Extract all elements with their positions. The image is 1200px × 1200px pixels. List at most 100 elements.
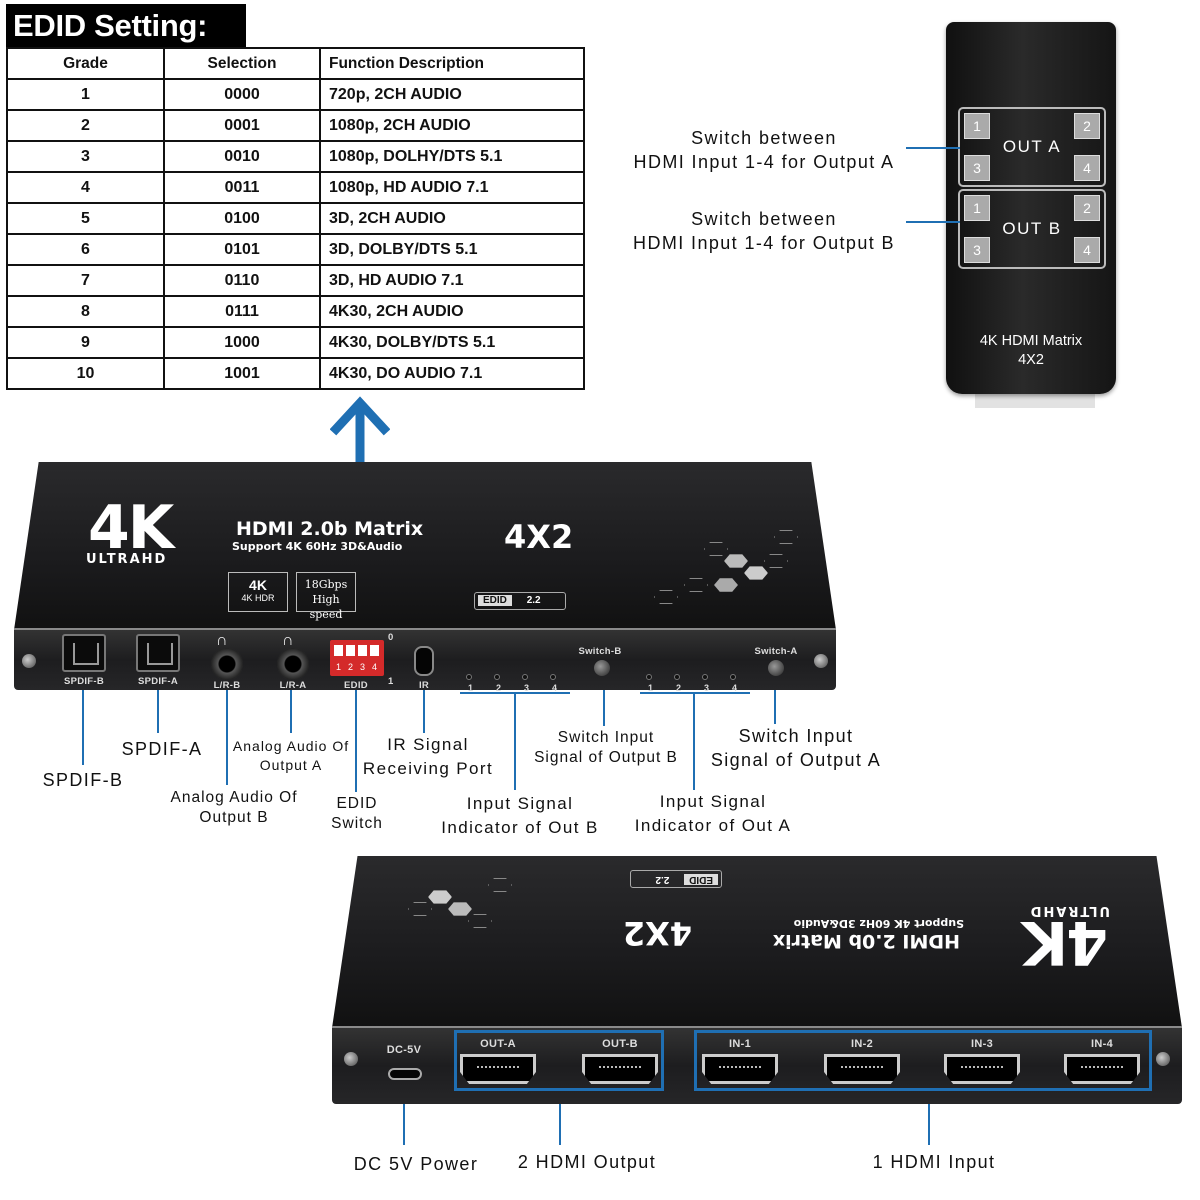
remote-b-key-3[interactable]: 3	[964, 237, 990, 263]
logo-ultrahd: ULTRAHD	[86, 552, 168, 567]
back-product-title: HDMI 2.0b Matrix	[772, 930, 960, 952]
edid-dip-switch[interactable]: 1 2 3 4	[330, 640, 384, 676]
callout-edid-switch: EDID Switch	[316, 794, 398, 834]
edid-selection-cell: 0001	[163, 109, 321, 142]
switch-b-button[interactable]	[594, 660, 610, 676]
ir-label: IR	[418, 680, 430, 691]
callout-spdif-a: SPDIF-A	[121, 739, 203, 759]
edid-selection-cell: 1000	[163, 326, 321, 359]
led-b-num-3: 3	[524, 683, 530, 693]
remote-label-b-line2: HDMI Input 1-4 for Output B	[633, 233, 895, 253]
device-back-panel: DC-5V OUT-A OUT-B IN-1 IN-2 IN-3 IN-4	[332, 1026, 1182, 1104]
back-product-subtitle: Support 4K 60Hz 3D&Audio	[793, 917, 964, 930]
callout-hdmi-input: 1 HDMI Input	[872, 1152, 996, 1172]
callout-analog-a-line1: Analog Audio Of	[232, 738, 350, 754]
led-out-b-4	[550, 674, 556, 680]
callout-indicator-b: Input Signal Indicator of Out B	[432, 792, 608, 840]
back-logo-4k: 4K	[1023, 907, 1108, 977]
remote-a-key-2[interactable]: 2	[1074, 113, 1100, 139]
lr-b-jack[interactable]	[211, 648, 243, 680]
callout-ind-b-line2: Indicator of Out B	[441, 818, 599, 837]
edid-description-cell: 1080p, HD AUDIO 7.1	[319, 171, 585, 204]
dip-label-0: 0	[388, 632, 394, 643]
edid-grade-cell: 5	[6, 202, 165, 235]
hex-pattern	[684, 578, 708, 592]
dip-num-3: 3	[359, 662, 365, 672]
callout-analog-b-line1: Analog Audio Of	[170, 789, 298, 806]
dip-label-1: 1	[388, 676, 394, 687]
edid-selection-cell: 0000	[163, 78, 321, 111]
callout-sw-a-line1: Switch Input	[738, 726, 854, 746]
back-edid-badge-label: EDID	[684, 874, 718, 885]
product-title: HDMI 2.0b Matrix	[236, 518, 424, 540]
remote-b-key-2[interactable]: 2	[1074, 195, 1100, 221]
switch-a-label: Switch-A	[754, 646, 798, 657]
callout-edid-line2: Switch	[331, 815, 383, 832]
edid-selection-cell: 1001	[163, 357, 321, 390]
device-back-top-art: 4K ULTRAHD HDMI 2.0b Matrix Support 4K 6…	[332, 856, 1182, 1028]
edid-grade-cell: 10	[6, 357, 165, 390]
edid-description-cell: 1080p, DOLHY/DTS 5.1	[319, 140, 585, 173]
spdif-b-port[interactable]	[62, 634, 106, 672]
back-logo-ultrahd: ULTRAHD	[1028, 903, 1110, 918]
hex-pattern	[468, 914, 492, 928]
hdmi-in-3-port[interactable]	[944, 1054, 1020, 1084]
callout-ir-line1: IR Signal	[387, 735, 469, 754]
hex-pattern	[428, 890, 452, 904]
led-out-b-1	[466, 674, 472, 680]
hdmi-in-4-port[interactable]	[1064, 1054, 1140, 1084]
callout-analog-b: Analog Audio Of Output B	[150, 788, 318, 828]
dc-5v-label: DC-5V	[386, 1044, 422, 1056]
remote-out-b-label: OUT B	[1002, 219, 1062, 238]
device-front-panel: SPDIF-B SPDIF-A ∩ L/R-B ∩ L/R-A 1 2 3 4 …	[14, 628, 836, 693]
callout-analog-a: Analog Audio Of Output A	[224, 737, 358, 775]
hex-pattern	[724, 554, 748, 568]
spdif-a-port-label: SPDIF-A	[137, 676, 179, 687]
hex-pattern	[744, 566, 768, 580]
lr-a-jack[interactable]	[277, 648, 309, 680]
hex-pattern	[408, 902, 432, 916]
badge-18gbps-line2: High speed	[309, 593, 343, 621]
remote-b-key-1[interactable]: 1	[964, 195, 990, 221]
switch-b-label: Switch-B	[578, 646, 622, 657]
switch-a-button[interactable]	[768, 660, 784, 676]
product-subtitle: Support 4K 60Hz 3D&Audio	[232, 540, 403, 553]
remote-brand: 4K HDMI Matrix 4X2	[946, 332, 1116, 370]
edid-col-selection: Selection	[163, 47, 321, 80]
out-a-label: OUT-A	[480, 1038, 516, 1050]
remote-b-key-4[interactable]: 4	[1074, 237, 1100, 263]
remote-a-key-3[interactable]: 3	[964, 155, 990, 181]
badge-18gbps-line1: 18Gbps	[304, 578, 348, 591]
hdmi-out-b-port[interactable]	[582, 1054, 658, 1084]
badge-4k-hdr-text: 4K HDR	[241, 593, 275, 603]
callout-sw-b-line1: Switch Input	[557, 729, 655, 746]
led-out-b-3	[522, 674, 528, 680]
spdif-a-port[interactable]	[136, 634, 180, 672]
callout-ind-b-line1: Input Signal	[466, 794, 574, 813]
led-out-a-4	[730, 674, 736, 680]
remote-label-a-line2: HDMI Input 1-4 for Output A	[633, 152, 895, 172]
hdmi-in-2-port[interactable]	[824, 1054, 900, 1084]
hdmi-out-a-port[interactable]	[460, 1054, 536, 1084]
remote-a-key-4[interactable]: 4	[1074, 155, 1100, 181]
screw-icon	[344, 1052, 358, 1066]
up-arrow-icon	[330, 396, 390, 465]
dc-5v-port[interactable]	[388, 1068, 422, 1080]
hdmi-in-1-port[interactable]	[702, 1054, 778, 1084]
callout-switch-b: Switch Input Signal of Output B	[522, 728, 690, 768]
callout-ind-a-line1: Input Signal	[659, 792, 767, 811]
back-product-size: 4X2	[622, 914, 692, 952]
remote-label-a: Switch between HDMI Input 1-4 for Output…	[620, 126, 908, 174]
edid-grade-cell: 1	[6, 78, 165, 111]
edid-grade-cell: 8	[6, 295, 165, 328]
remote-a-key-1[interactable]: 1	[964, 113, 990, 139]
led-out-a-2	[674, 674, 680, 680]
edid-grade-cell: 7	[6, 264, 165, 297]
ir-receiver-window	[414, 646, 434, 676]
remote-label-b: Switch between HDMI Input 1-4 for Output…	[620, 207, 908, 255]
screw-icon	[22, 654, 36, 668]
led-b-num-1: 1	[468, 683, 474, 693]
